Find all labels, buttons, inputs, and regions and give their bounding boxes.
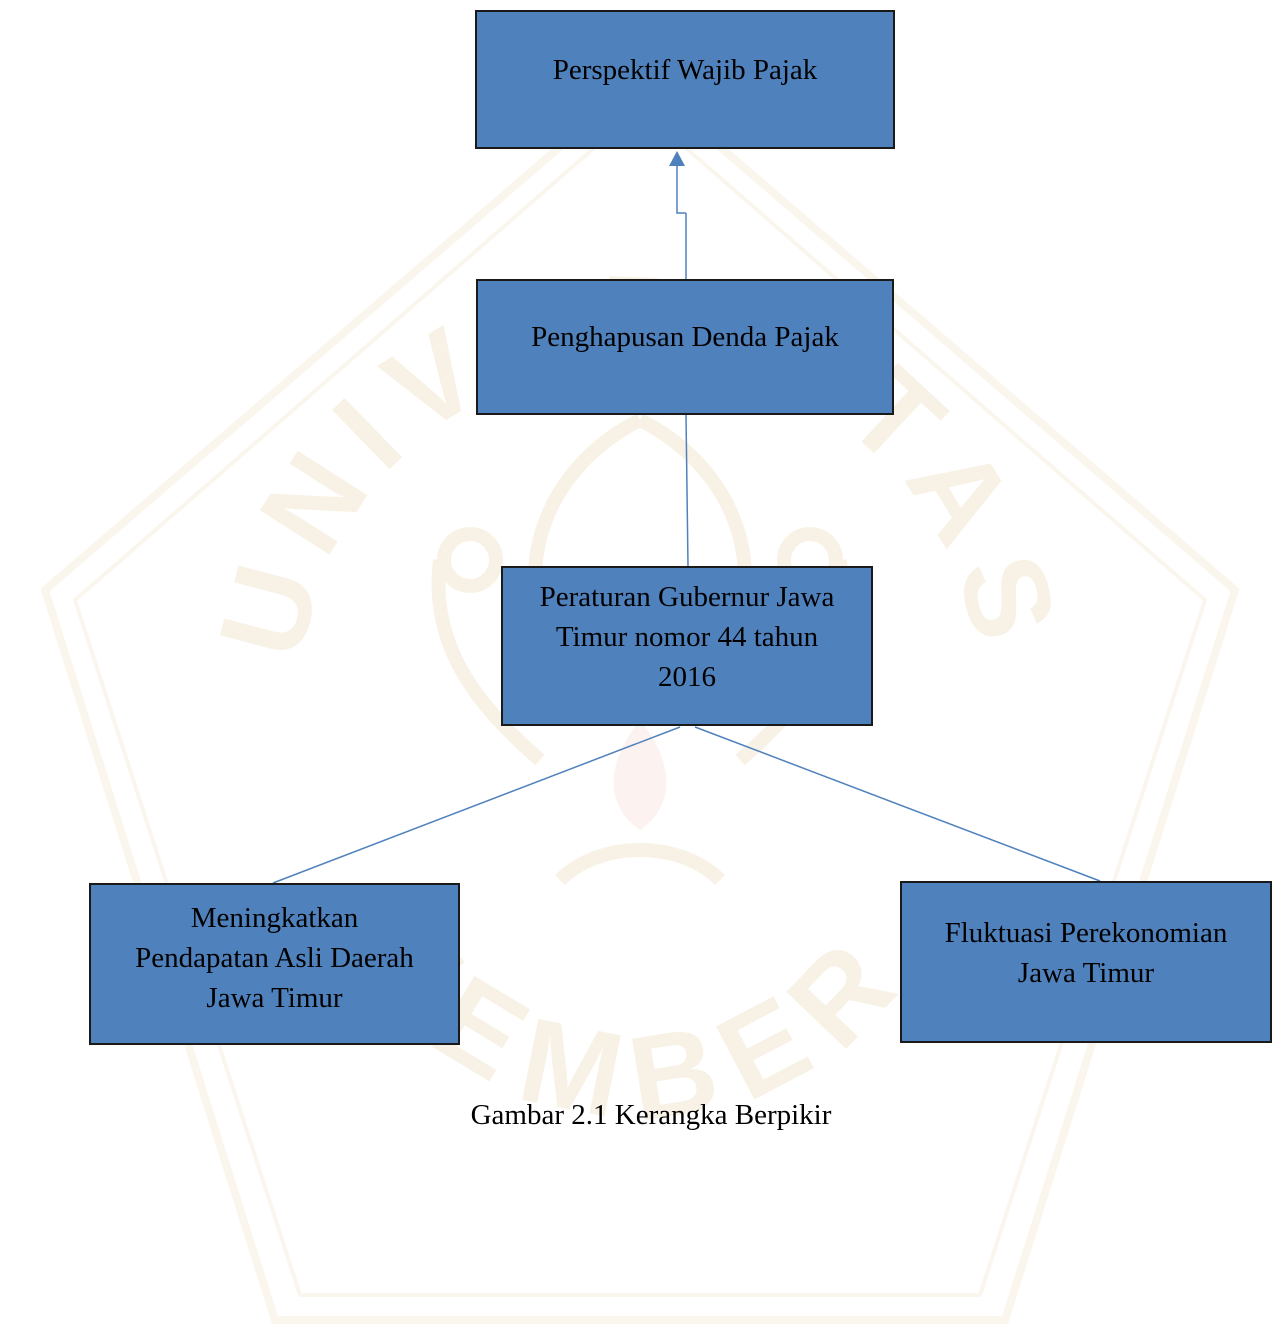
connector-middle-to-top-jog — [676, 164, 686, 214]
node-fluktuasi-perekonomian: Fluktuasi Perekonomian Jawa Timur — [900, 881, 1272, 1043]
connector-center-to-right — [694, 726, 1101, 882]
node-label: Penghapusan Denda Pajak — [531, 321, 839, 353]
node-peraturan-gubernur: Peraturan Gubernur Jawa Timur nomor 44 t… — [501, 566, 873, 726]
watermark-pentagon-inner — [72, 105, 1208, 1297]
watermark-pentagon-outer — [40, 72, 1240, 1324]
connector-center-to-left — [272, 726, 681, 884]
node-perspektif-wajib-pajak: Perspektif Wajib Pajak — [475, 10, 895, 149]
node-meningkatkan-pad: Meningkatkan Pendapatan Asli Daerah Jawa… — [89, 883, 460, 1045]
figure-caption: Gambar 2.1 Kerangka Berpikir — [470, 1099, 832, 1131]
connector-center-to-middle — [685, 414, 689, 567]
arrowhead-up-icon — [669, 151, 685, 166]
node-label: Perspektif Wajib Pajak — [552, 54, 818, 86]
node-label: Fluktuasi Perekonomian Jawa Timur — [944, 917, 1228, 989]
node-penghapusan-denda-pajak: Penghapusan Denda Pajak — [476, 279, 894, 415]
node-label: Meningkatkan Pendapatan Asli Daerah Jawa… — [135, 902, 414, 1014]
node-label: Peraturan Gubernur Jawa Timur nomor 44 t… — [539, 581, 835, 693]
